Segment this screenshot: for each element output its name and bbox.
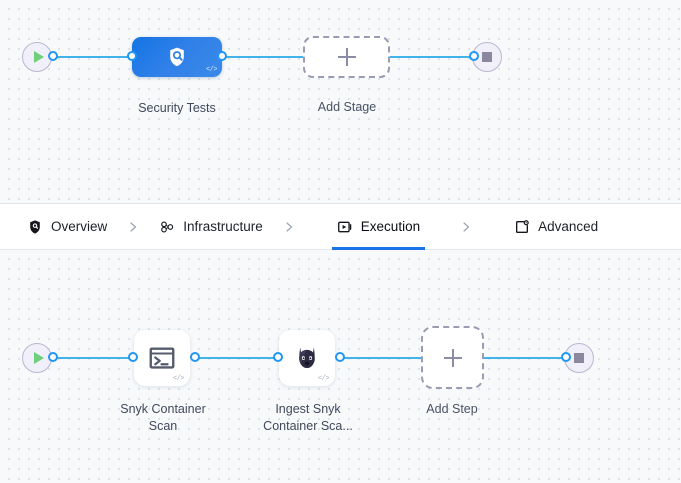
chevron-right-icon xyxy=(130,221,137,232)
edge-start-to-security-tests xyxy=(46,56,138,58)
snyk-doberman-icon xyxy=(299,347,315,368)
snyk-scan-input-port[interactable] xyxy=(128,352,138,362)
tab-separator-2 xyxy=(276,221,302,233)
tab-advanced-label: Advanced xyxy=(538,219,599,234)
play-icon xyxy=(33,51,44,63)
box-gear-icon xyxy=(516,219,529,233)
tab-advanced[interactable]: Advanced xyxy=(501,204,611,250)
step-code-badge: </> xyxy=(172,375,185,383)
tab-separator-1 xyxy=(120,221,146,233)
stage-code-badge: </> xyxy=(205,66,218,74)
step-label-snyk-container-scan-line1: Snyk Container xyxy=(120,402,206,416)
step-label-ingest-line2: Container Sca... xyxy=(263,419,353,433)
step-code-badge: </> xyxy=(317,375,330,383)
start-output-port[interactable] xyxy=(48,51,58,61)
stage-canvas[interactable]: </> Security Tests Add Stage xyxy=(0,0,681,203)
shield-icon xyxy=(30,219,40,234)
pipeline-start-node[interactable] xyxy=(22,42,52,72)
play-icon xyxy=(33,352,44,364)
chevron-right-icon xyxy=(286,221,292,232)
tab-overview-label: Overview xyxy=(51,219,108,234)
step-label-ingest-line1: Ingest Snyk xyxy=(275,402,341,416)
edge-ingest-to-add-step xyxy=(337,357,422,359)
nodes-cluster-icon xyxy=(161,220,174,233)
tab-infrastructure-label: Infrastructure xyxy=(183,219,263,234)
shield-search-icon xyxy=(170,47,184,67)
end-input-port[interactable] xyxy=(469,51,479,61)
execution-end-input-port[interactable] xyxy=(561,352,571,362)
tab-execution[interactable]: Execution xyxy=(324,204,433,250)
step-canvas[interactable]: </> Snyk Container Scan </> Ingest Snyk … xyxy=(0,250,681,483)
ingest-input-port[interactable] xyxy=(273,352,283,362)
step-node-snyk-container-scan[interactable]: </> xyxy=(134,330,190,386)
security-tests-input-port[interactable] xyxy=(127,51,137,61)
edge-snyk-scan-to-ingest xyxy=(192,357,284,359)
stage-node-security-tests[interactable]: </> xyxy=(132,37,222,77)
edge-security-tests-to-add-stage xyxy=(218,56,310,58)
stage-label-security-tests: Security Tests xyxy=(138,101,216,115)
step-node-ingest-snyk-container-scan[interactable]: </> xyxy=(279,330,335,386)
security-tests-output-port[interactable] xyxy=(217,51,227,61)
add-stage-label: Add Stage xyxy=(317,100,377,114)
tab-execution-label: Execution xyxy=(360,219,421,234)
play-box-icon xyxy=(337,221,352,232)
plus-icon xyxy=(337,48,356,66)
edge-add-stage-to-end xyxy=(386,56,480,58)
ingest-output-port[interactable] xyxy=(335,352,345,362)
edge-add-step-to-end xyxy=(484,357,572,359)
add-step-node[interactable] xyxy=(421,326,484,389)
add-stage-node[interactable] xyxy=(303,36,390,78)
add-step-label: Add Step xyxy=(426,402,478,416)
snyk-scan-output-port[interactable] xyxy=(190,352,200,362)
plus-icon xyxy=(443,348,462,367)
execution-start-output-port[interactable] xyxy=(48,352,58,362)
stop-icon xyxy=(482,52,492,62)
tab-infrastructure[interactable]: Infrastructure xyxy=(146,204,276,250)
step-label-snyk-container-scan-line2: Scan xyxy=(148,419,178,433)
edge-start-to-snyk-container-scan xyxy=(46,357,138,359)
tab-separator-3 xyxy=(453,221,479,233)
pipeline-tab-bar[interactable]: Overview Infrastructure Execution xyxy=(0,203,681,250)
stop-icon xyxy=(574,353,584,363)
tab-overview[interactable]: Overview xyxy=(14,204,120,250)
terminal-icon xyxy=(149,347,175,369)
chevron-right-icon xyxy=(463,221,470,232)
